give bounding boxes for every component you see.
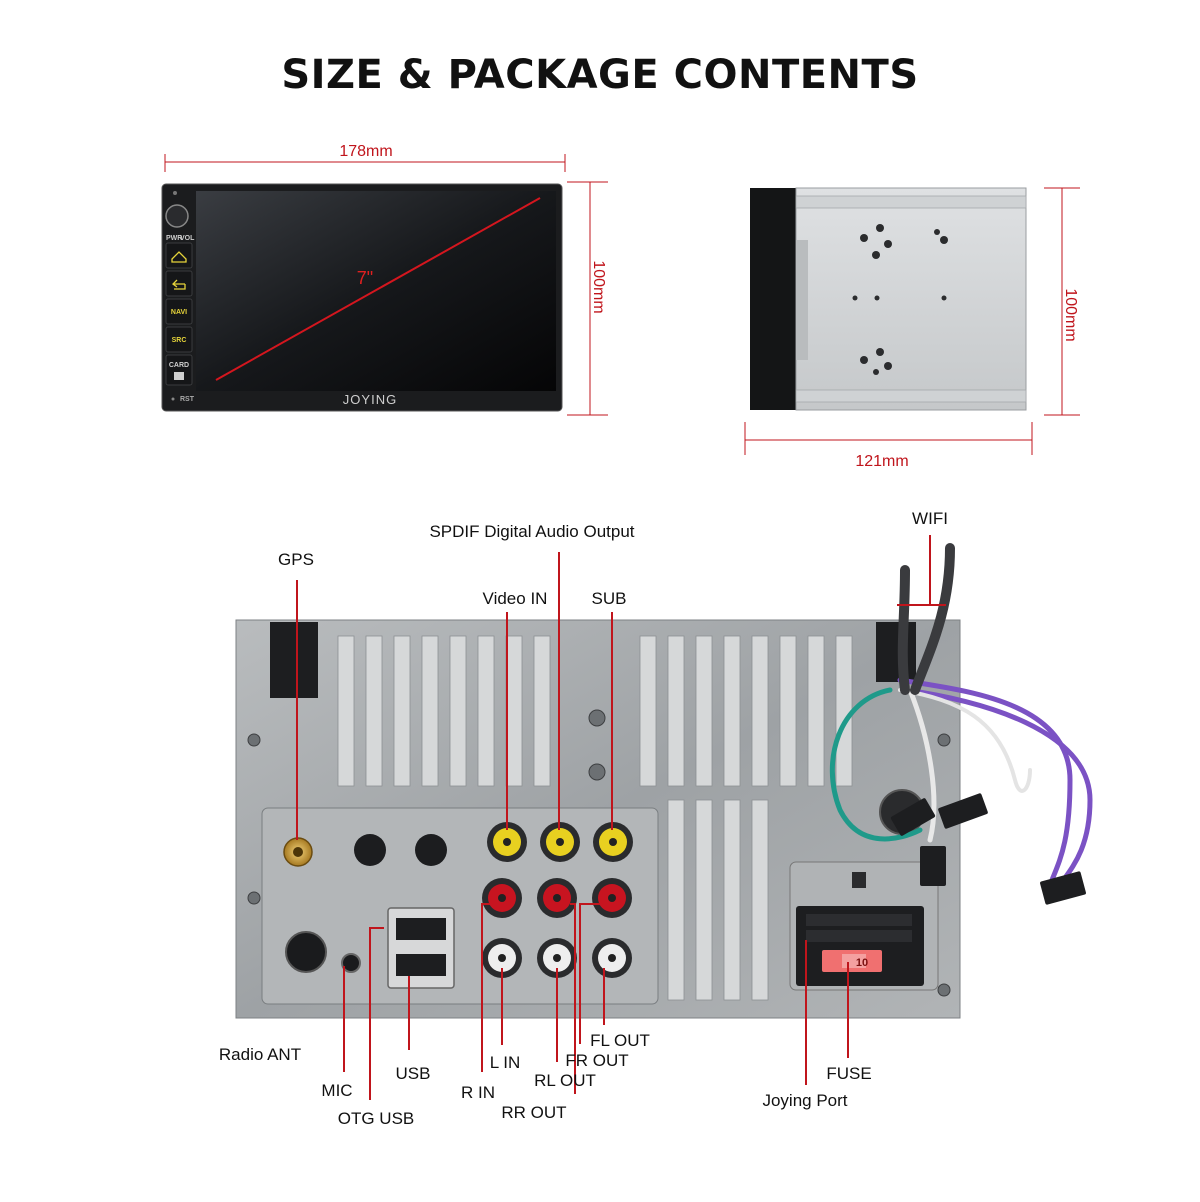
fuse-value: 10 [856,957,868,969]
page-title: SIZE & PACKAGE CONTENTS [281,52,919,98]
navi-button[interactable] [165,298,193,325]
back-icon [172,279,186,290]
screen-diagonal [215,197,541,381]
label-otg-usb: OTG USB [338,1109,415,1128]
rca-jack-group [482,822,633,978]
pwr-label: PWR [166,235,182,242]
card-slot[interactable] [165,354,193,386]
harness-plug-1 [890,798,936,836]
pointer-lines [296,535,946,1100]
mic-hole [173,191,177,195]
label-r-in: R IN [461,1083,495,1102]
front-width-dimension: 178mm [164,143,566,172]
aux-port[interactable] [415,834,447,866]
label-usb: USB [396,1064,431,1083]
card-slot-label: CARD [169,362,189,369]
brand-logo: JOYING [343,392,397,407]
side-height-dimension: 100mm [1044,187,1080,416]
label-video-in: Video IN [483,589,548,608]
usb-port[interactable] [396,954,446,976]
label-wifi: WIFI [912,509,948,528]
mic-jack[interactable] [341,953,361,973]
front-height-dimension: 100mm [567,181,608,416]
side-bezel [750,188,798,410]
reset-hole[interactable] [171,397,175,401]
screen-size-label: 7" [357,268,373,288]
foam-pad-right [876,622,916,682]
side-width-dimension: 121mm [744,422,1033,470]
front-width-label: 178mm [339,143,392,160]
rear-panel: 10 [235,543,1093,1019]
otg-usb-port[interactable] [396,918,446,940]
front-height-label: 100mm [590,260,607,313]
harness-plug-2 [938,793,988,829]
mounting-cage [795,187,1027,411]
wifi-port[interactable] [354,834,386,866]
home-button[interactable] [165,242,193,269]
rst-label: RST [180,396,195,403]
label-joying-port: Joying Port [762,1091,847,1110]
wiring-harness [829,543,1093,888]
label-gps: GPS [278,550,314,569]
vent-slots [337,635,853,1001]
label-rl-out: RL OUT [534,1071,596,1090]
vol-label: VOL [180,235,195,242]
volume-knob[interactable] [165,204,189,228]
side-height-label: 100mm [1062,288,1079,341]
front-unit: 178mm 100mm 7" JOYING PWR VOL NAVI SRC C… [161,143,608,416]
panel-screws [247,709,951,997]
label-mic: MIC [321,1081,352,1100]
label-fr-out: FR OUT [565,1051,628,1070]
navi-button-label: NAVI [171,309,187,316]
label-fl-out: FL OUT [590,1031,650,1050]
label-sub: SUB [592,589,627,608]
side-unit: 100mm 121mm [744,187,1080,470]
harness-plug-3 [920,846,946,886]
src-button-label: SRC [172,337,187,344]
cage-holes [852,224,948,375]
iso-clip [852,872,866,888]
home-icon [171,251,187,263]
radio-antenna-port[interactable] [285,931,327,973]
label-fuse: FUSE [826,1064,871,1083]
label-radio-ant: Radio ANT [219,1045,301,1064]
label-spdif: SPDIF Digital Audio Output [429,522,634,541]
label-l-in: L IN [490,1053,521,1072]
side-width-label: 121mm [855,453,908,470]
camera-icon [174,372,184,380]
foam-pad-left [270,622,318,698]
label-rr-out: RR OUT [501,1103,566,1122]
src-button[interactable] [165,326,193,353]
harness-plug-4 [1040,871,1086,905]
